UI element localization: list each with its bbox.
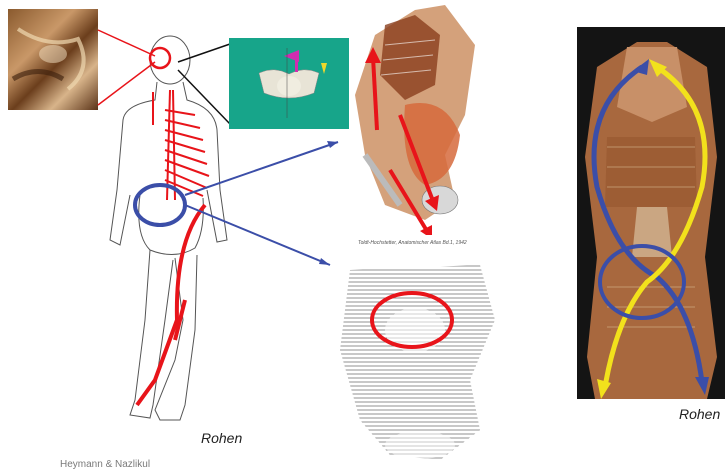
pelvis-engraving <box>330 260 500 465</box>
atlas-muscle-illustration <box>345 5 490 235</box>
dissection-photo-back <box>577 27 725 399</box>
vertebra-inset-diagram <box>229 38 349 129</box>
caption-rohen-center: Rohen <box>201 430 242 446</box>
footer-credit: Heymann & Nazlikul <box>60 459 150 470</box>
caption-rohen-right: Rohen <box>679 406 720 422</box>
atlas-credit: Toldt-Hochstetter, Anatomischer Atlas Bd… <box>358 240 467 246</box>
